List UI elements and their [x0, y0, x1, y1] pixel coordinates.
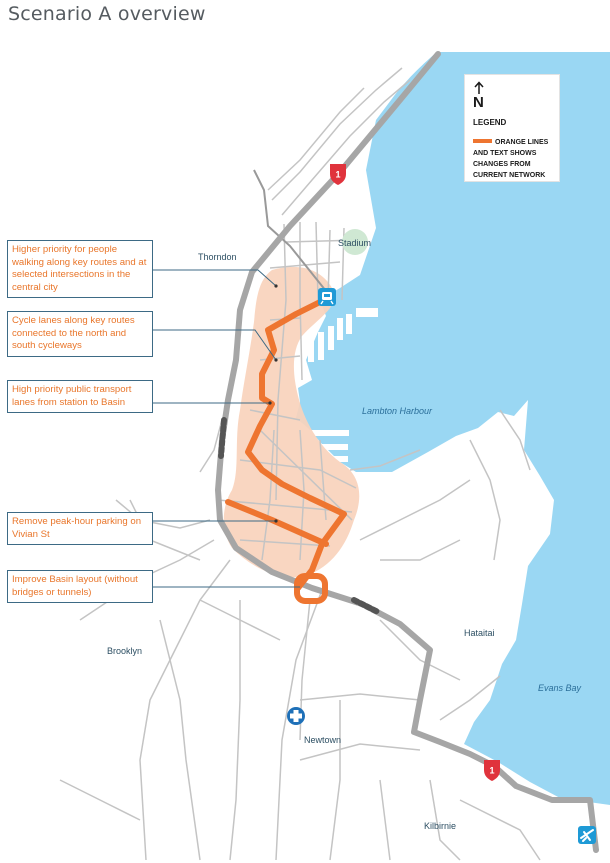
highway-shield-icon: 1 [330, 164, 346, 185]
rail-line [253, 169, 331, 297]
callout-vivian-parking: Remove peak-hour parking on Vivian St [7, 512, 153, 546]
place-thorndon: Thorndon [198, 252, 237, 262]
legend-heading: LEGEND [473, 118, 507, 127]
north-label: N [473, 94, 484, 111]
callout-cycle-lanes: Cycle lanes along key routes connected t… [7, 311, 153, 357]
callout-public-transport-lanes: High priority public transport lanes fro… [7, 380, 153, 414]
place-kilbirnie: Kilbirnie [424, 821, 457, 831]
legend-entry: ORANGE LINES AND TEXT SHOWS CHANGES FROM… [473, 139, 549, 179]
highway-shield-icon: 1 [484, 760, 500, 781]
north-arrow-icon [474, 81, 484, 94]
callout-leader-dots [268, 284, 278, 523]
water-evans-bay: Evans Bay [538, 683, 582, 693]
hospital-icon[interactable] [287, 707, 305, 725]
place-brooklyn: Brooklyn [107, 646, 143, 656]
train-station-icon[interactable] [318, 288, 336, 306]
airport-icon[interactable] [578, 826, 596, 844]
callout-pedestrian-priority: Higher priority for people walking along… [7, 240, 153, 299]
stadium-marker [342, 229, 368, 255]
proposed-changes [225, 299, 347, 604]
highway-shield-number: 1 [335, 170, 340, 180]
place-newtown: Newtown [304, 735, 342, 745]
legend-orange-swatch [473, 139, 492, 143]
page-title: Scenario A overview [8, 3, 206, 25]
map-legend: N LEGEND ORANGE LINES AND TEXT SHOWS CHA… [464, 74, 560, 182]
highway-shield-number: 1 [489, 766, 494, 776]
place-hataitai: Hataitai [464, 628, 495, 638]
callout-leaders [147, 269, 300, 588]
central-city-zone [223, 266, 360, 578]
water-lambton-harbour: Lambton Harbour [362, 406, 433, 416]
place-stadium: Stadium [338, 238, 372, 248]
harbour-water [296, 52, 610, 805]
callout-basin-layout: Improve Basin layout (without bridges or… [7, 570, 153, 604]
